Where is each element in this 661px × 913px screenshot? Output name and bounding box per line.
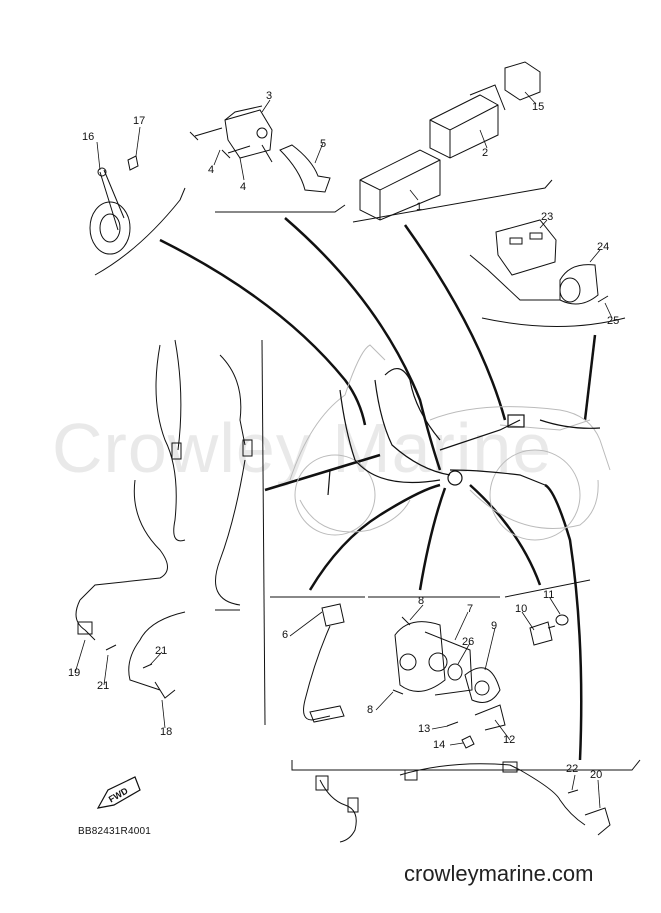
callout-14: 14 [433, 739, 446, 751]
callout-20: 20 [590, 769, 603, 781]
callout-4: 4 [208, 164, 215, 176]
callout-21: 21 [97, 680, 110, 692]
callout-12: 12 [503, 734, 516, 746]
callout-18: 18 [160, 726, 173, 738]
callout-10: 10 [515, 603, 528, 615]
callout-6: 6 [282, 629, 289, 641]
callout-8: 8 [418, 595, 425, 607]
callout-1: 1 [416, 201, 423, 213]
callout-7: 7 [467, 603, 474, 615]
callout-4: 4 [240, 181, 247, 193]
callout-25: 25 [607, 315, 620, 327]
callout-3: 3 [266, 90, 273, 102]
callout-17: 17 [133, 115, 146, 127]
callout-22: 22 [566, 763, 579, 775]
callout-24: 24 [597, 241, 610, 253]
callout-9: 9 [491, 620, 498, 632]
callout-16: 16 [82, 131, 95, 143]
callout-11: 11 [543, 589, 555, 601]
callout-26: 26 [462, 636, 475, 648]
watermark: Crowley Marine [52, 409, 553, 487]
callout-5: 5 [320, 138, 327, 150]
callout-8: 8 [367, 704, 374, 716]
callout-15: 15 [532, 101, 545, 113]
callout-21: 21 [155, 645, 168, 657]
site-url[interactable]: crowleymarine.com [404, 861, 594, 886]
callout-23: 23 [541, 211, 554, 223]
callout-19: 19 [68, 667, 81, 679]
horn-part [89, 167, 131, 255]
callout-2: 2 [482, 147, 489, 159]
callout-13: 13 [418, 723, 431, 735]
diagram-code: BB82431R4001 [78, 826, 152, 837]
